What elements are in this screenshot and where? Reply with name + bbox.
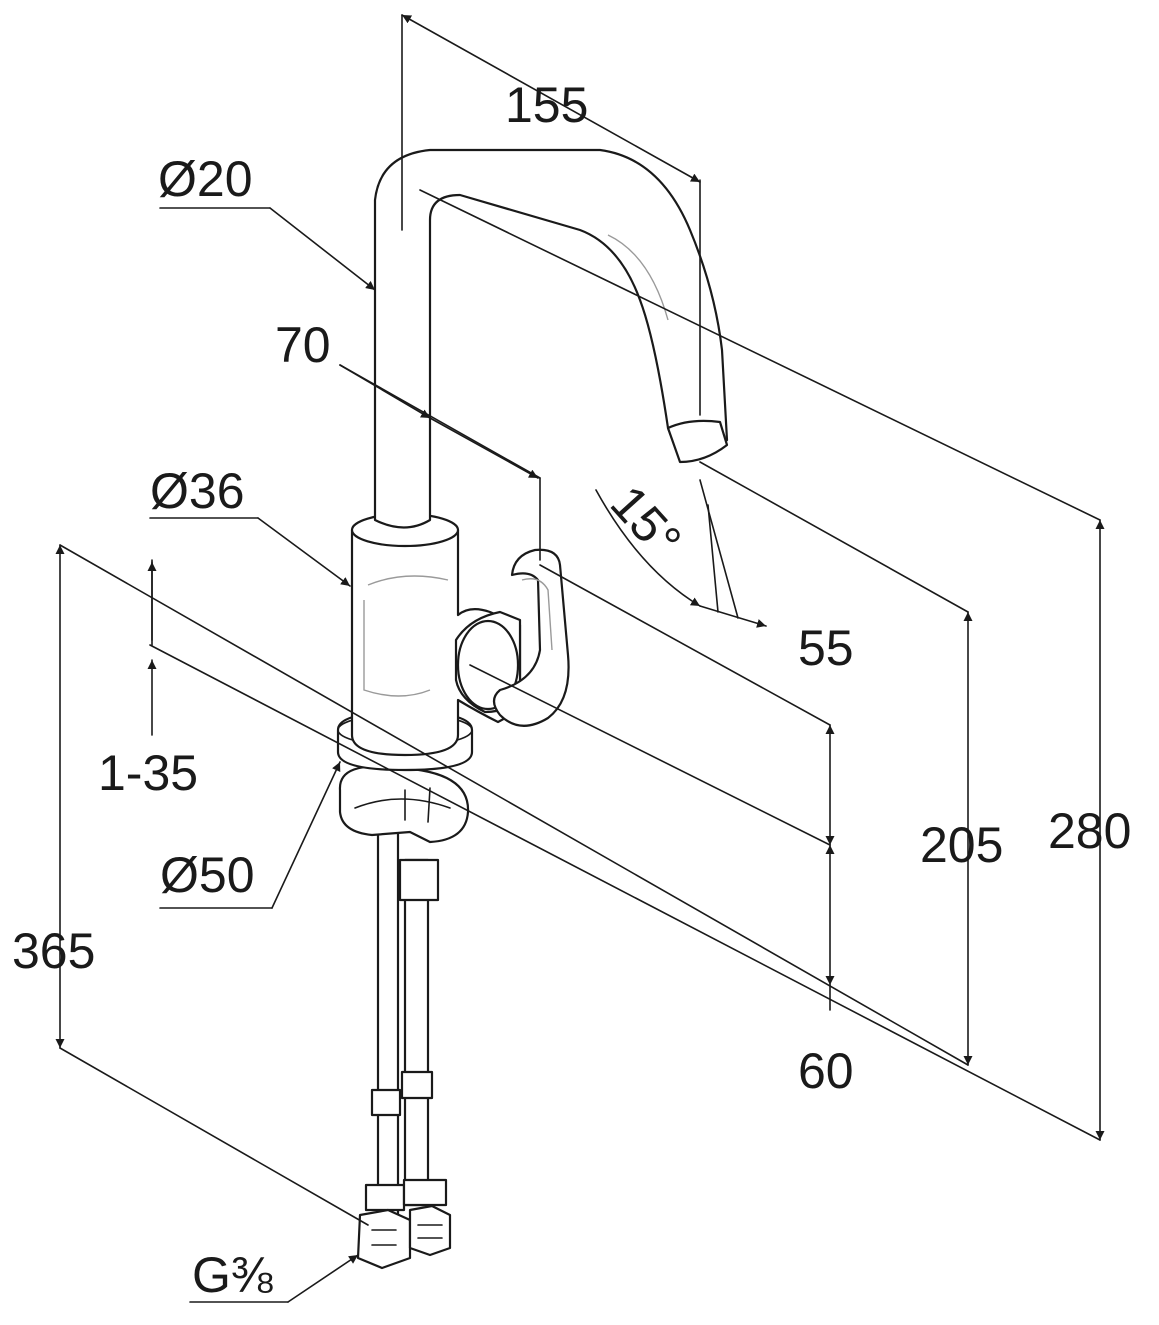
- dim-label-body-diameter: Ø36: [150, 463, 245, 519]
- faucet-body: [350, 512, 522, 757]
- dim-label-hose-length: 365: [12, 923, 95, 979]
- dimension-lines: [55, 14, 1105, 1303]
- dim-label-spray-angle: 15°: [600, 475, 692, 569]
- dim-label-counter-thickness: 1-35: [98, 745, 198, 801]
- dim-label-55: 55: [798, 620, 854, 676]
- dim-label-60: 60: [798, 1043, 854, 1099]
- supply-hoses: [356, 798, 452, 1270]
- lever-handle: [492, 548, 570, 727]
- dim-label-lever-reach: 70: [275, 317, 331, 373]
- dim-label-spout-height: 205: [920, 817, 1003, 873]
- spout: [373, 148, 729, 529]
- dim-label-total-height: 280: [1048, 803, 1131, 859]
- dim-label-thread: G⅜: [192, 1247, 273, 1303]
- dim-label-spout-reach: 155: [505, 77, 588, 133]
- dim-label-base-diameter: Ø50: [160, 847, 255, 903]
- dim-label-spout-diameter: Ø20: [158, 151, 253, 207]
- faucet: [336, 148, 729, 1270]
